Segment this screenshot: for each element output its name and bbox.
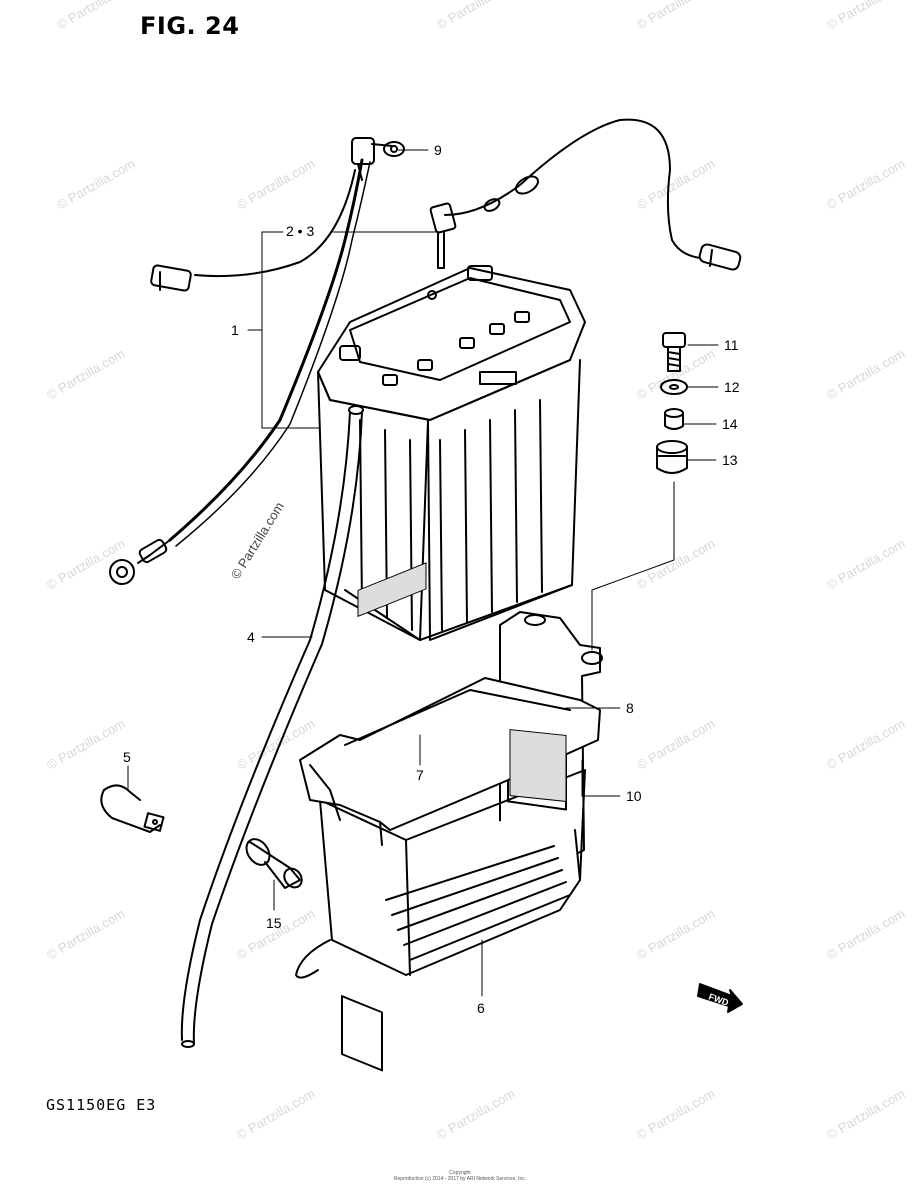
copyright-footer: Copyright Reproduction (c) 2014 - 2017 b… <box>380 1170 540 1182</box>
grommet-13 <box>656 440 688 474</box>
callout-4: 4 <box>247 629 255 645</box>
bolt-11 <box>662 332 686 372</box>
watermark: © Partzilla.com <box>824 346 907 403</box>
watermark: © Partzilla.com <box>234 156 317 213</box>
collar-14 <box>664 408 684 430</box>
watermark: © Partzilla.com <box>54 156 137 213</box>
watermark: © Partzilla.com <box>228 499 287 581</box>
callout-13: 13 <box>722 452 738 468</box>
terminal-ring-9 <box>351 137 405 181</box>
callout-6: 6 <box>477 1000 485 1016</box>
wire-harness-left <box>109 158 371 585</box>
watermark: © Partzilla.com <box>54 0 137 33</box>
battery-1 <box>317 265 586 641</box>
watermark: © Partzilla.com <box>824 1086 907 1143</box>
cushion-15 <box>245 838 303 889</box>
callout-7: 7 <box>416 767 424 783</box>
callout-8: 8 <box>626 700 634 716</box>
watermark: © Partzilla.com <box>44 536 127 593</box>
battery-tray-6 <box>295 769 586 1072</box>
watermark: © Partzilla.com <box>234 1086 317 1143</box>
sensor-wire <box>444 118 742 271</box>
model-code: GS1150EG E3 <box>46 1096 157 1114</box>
watermark: © Partzilla.com <box>824 156 907 213</box>
watermark: © Partzilla.com <box>824 536 907 593</box>
callout-12: 12 <box>724 379 740 395</box>
watermark: © Partzilla.com <box>44 716 127 773</box>
watermark: © Partzilla.com <box>824 716 907 773</box>
watermark: © Partzilla.com <box>634 716 717 773</box>
washer-12 <box>660 379 688 395</box>
watermark: © Partzilla.com <box>634 0 717 33</box>
callout-1: 1 <box>231 322 239 338</box>
watermark: © Partzilla.com <box>634 906 717 963</box>
footer-line: Reproduction (c) 2014 - 2017 by ARI Netw… <box>393 1176 527 1182</box>
callout-10: 10 <box>626 788 642 804</box>
watermark: © Partzilla.com <box>634 1086 717 1143</box>
footer-line: Copyright <box>449 1170 471 1176</box>
callout-9: 9 <box>434 142 442 158</box>
callout-2-3: 2 • 3 <box>286 223 314 239</box>
callout-15: 15 <box>266 915 282 931</box>
breather-tube-4 <box>180 405 364 1048</box>
leader-lines <box>127 149 719 997</box>
figure-title: FIG. 24 <box>140 12 240 40</box>
callout-14: 14 <box>722 416 738 432</box>
vent-plug-2-3 <box>429 202 457 269</box>
fwd-arrow-icon <box>697 983 743 1013</box>
watermark: © Partzilla.com <box>434 1086 517 1143</box>
clamp-5 <box>100 784 165 833</box>
watermark: © Partzilla.com <box>434 0 517 33</box>
watermark: © Partzilla.com <box>44 346 127 403</box>
watermark: © Partzilla.com <box>634 536 717 593</box>
callout-5: 5 <box>123 749 131 765</box>
watermark: © Partzilla.com <box>44 906 127 963</box>
watermark: © Partzilla.com <box>824 906 907 963</box>
watermark: © Partzilla.com <box>634 156 717 213</box>
watermark: © Partzilla.com <box>824 0 907 33</box>
watermark-layer: © Partzilla.com © Partzilla.com © Partzi… <box>44 0 907 1143</box>
tray-strap-8 <box>299 562 601 846</box>
callout-11: 11 <box>724 337 739 353</box>
